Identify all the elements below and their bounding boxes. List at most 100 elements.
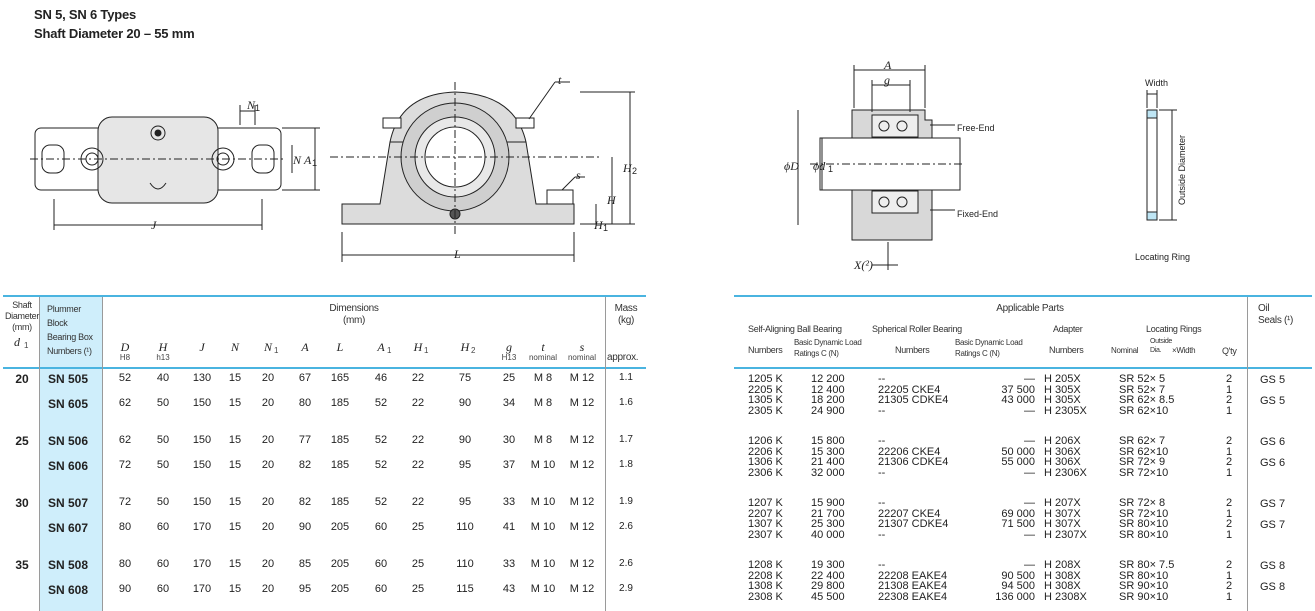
label-s: s <box>576 168 581 182</box>
table-top-rule <box>734 295 1312 297</box>
oil-seals-header: Oil <box>1258 303 1270 314</box>
dimension-col-sub: 1 <box>274 346 279 355</box>
roller-numbers-header: Numbers <box>895 345 930 355</box>
label-t: t <box>558 73 562 87</box>
label-L: L <box>453 247 461 261</box>
dimension-value: 20 <box>261 372 275 384</box>
parts-q: 2 <box>1226 394 1233 406</box>
dimension-value: 150 <box>192 434 212 446</box>
adapter-numbers-header: Numbers <box>1049 345 1084 355</box>
parts-lr: SR 90×10 <box>1119 580 1169 592</box>
parts-lr: SR 72×10 <box>1119 507 1169 520</box>
dimension-value: 20 <box>261 583 275 595</box>
dimension-col-sub: H8 <box>119 353 131 362</box>
dimension-value: 33 <box>502 558 516 570</box>
dimension-col-sub: 1 <box>424 346 429 355</box>
parts-sc: 55 000 <box>1001 456 1035 468</box>
parts-bc: 40 000 <box>811 528 845 541</box>
label-H: H <box>606 193 617 207</box>
dimension-value: 52 <box>374 459 388 471</box>
parts-sr: 22208 EAKE4 <box>878 569 948 582</box>
parts-bc: 21 400 <box>811 456 845 468</box>
roller-dyn-header: Ratings C (N) <box>955 349 1000 358</box>
dimension-value: 60 <box>156 583 170 595</box>
bearing-box-number: SN 506 <box>48 434 89 448</box>
parts-ad: H 307X <box>1044 518 1081 530</box>
dimension-value: 165 <box>330 372 350 384</box>
dimension-value: 50 <box>156 459 170 471</box>
parts-ball: 2207 K <box>748 507 783 520</box>
dimension-value: 20 <box>261 397 275 409</box>
dimension-value: 90 <box>298 521 312 533</box>
dimension-value: 205 <box>330 583 350 595</box>
col-divider <box>1247 297 1248 611</box>
dimension-value: 80 <box>298 397 312 409</box>
parts-sr: -- <box>878 466 886 479</box>
parts-q: 1 <box>1226 466 1233 479</box>
dimension-value: 50 <box>156 496 170 508</box>
dimension-value: 110 <box>456 521 474 533</box>
parts-lr: SR 72× 8 <box>1119 497 1166 509</box>
dimension-value: 150 <box>192 397 212 409</box>
roller-bearing-header: Spherical Roller Bearing <box>872 324 962 334</box>
mass-header: Mass <box>614 303 638 314</box>
oil-seal-value: GS 6 <box>1260 436 1286 448</box>
parts-sr: 21307 CDKE4 <box>878 518 949 530</box>
parts-sc: — <box>1024 435 1035 447</box>
mass-value: 1.7 <box>619 434 633 445</box>
ball-dyn-header: Basic Dynamic Load <box>794 338 862 347</box>
title-line-1: SN 5, SN 6 Types <box>34 7 137 22</box>
plummer-header: Bearing Box <box>47 332 93 342</box>
parts-sc: 90 500 <box>1001 569 1035 582</box>
dimension-value: 85 <box>298 558 312 570</box>
shaft-diameter-header: Diameter <box>4 311 40 321</box>
numbers-column-highlight <box>40 297 102 611</box>
parts-lr: SR 80×10 <box>1119 528 1169 541</box>
label-phid1-sub: 1 <box>828 164 833 174</box>
col-divider <box>102 297 103 611</box>
plummer-header: Block <box>47 318 68 328</box>
parts-sc: 43 000 <box>1001 394 1035 406</box>
parts-lr: SR 90×10 <box>1119 590 1169 603</box>
dimension-value: 82 <box>298 459 312 471</box>
dimension-value: 15 <box>228 496 242 508</box>
bearing-box-number: SN 607 <box>48 521 89 535</box>
dimension-value: 170 <box>192 521 212 533</box>
outside-dia-header: Outside <box>1150 338 1173 345</box>
dimension-col-header: t <box>541 340 545 354</box>
label-J: J <box>151 218 157 232</box>
label-phiD: ϕD <box>784 159 799 173</box>
ball-dyn-header: Ratings C (N) <box>794 349 839 358</box>
shaft-diameter-cell: 25 <box>15 434 29 448</box>
bearing-box-number: SN 507 <box>48 496 89 510</box>
dimension-value: M 10 <box>530 558 556 570</box>
oil-seal-value: GS 5 <box>1260 374 1286 386</box>
dimension-value: 25 <box>411 583 425 595</box>
nominal-header: Nominal <box>1111 346 1139 355</box>
table-header-rule <box>734 367 1312 369</box>
d1-header: d <box>14 335 20 349</box>
parts-lr: SR 72× 9 <box>1119 456 1166 468</box>
parts-ball: 2307 K <box>748 528 783 541</box>
label-N1-sub: 1 <box>255 103 260 113</box>
parts-q: 1 <box>1226 507 1233 520</box>
dimension-col-header: D <box>120 340 130 354</box>
dimension-value: M 12 <box>569 434 595 446</box>
parts-lr: SR 72×10 <box>1119 466 1169 479</box>
dimension-value: 60 <box>156 521 170 533</box>
parts-q: 1 <box>1226 590 1233 603</box>
parts-ball: 1206 K <box>748 435 783 447</box>
dimension-value: 72 <box>118 496 132 508</box>
dimension-col-header: g <box>506 340 512 354</box>
dimension-value: 52 <box>374 496 388 508</box>
dimension-value: 50 <box>156 434 170 446</box>
d1-sub: 1 <box>24 341 29 350</box>
parts-sr: -- <box>878 373 886 385</box>
shaft-diameter-cell: 20 <box>15 372 29 386</box>
mass-value: 1.1 <box>619 372 633 383</box>
parts-sr: 21306 CDKE4 <box>878 456 949 468</box>
oil-seal-value: GS 8 <box>1260 560 1286 572</box>
label-A: A <box>883 58 892 72</box>
plummer-block-front-view: t s H 2 H H 1 L <box>330 73 637 262</box>
parts-bc: 15 900 <box>811 497 845 509</box>
